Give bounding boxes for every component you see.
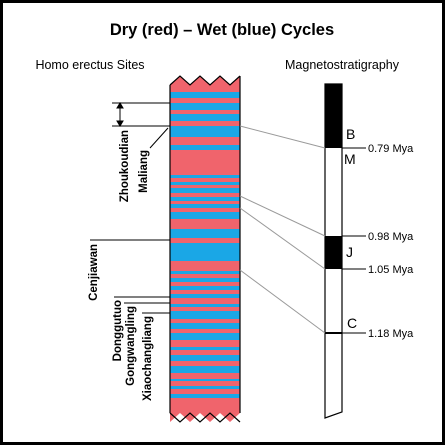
wet-band-19: [170, 311, 240, 319]
climate-cycle-column: [169, 75, 241, 423]
wet-band-8: [170, 188, 240, 193]
wet-band-12: [170, 229, 240, 238]
wet-band-21: [170, 333, 240, 340]
maliang-marker-line: [149, 127, 169, 149]
period-label-b: B: [346, 126, 355, 142]
wet-band-3: [170, 114, 240, 121]
sites-heading: Homo erectus Sites: [35, 58, 144, 72]
age-label-1-05: 1.05 Mya: [368, 264, 414, 276]
correlation-connectors: [239, 125, 326, 334]
wet-band-10: [170, 204, 240, 208]
wet-band-2: [170, 103, 240, 110]
period-label-j: J: [346, 244, 353, 260]
wet-band-17: [170, 294, 240, 298]
wet-band-23: [170, 355, 240, 361]
site-label-donggutuo: Donggutuo: [112, 300, 124, 361]
site-label-cenjiawan: Cenjiawan: [88, 244, 100, 301]
cycles-diagram: Dry (red) – Wet (blue) Cycles Homo erect…: [35, 21, 414, 423]
wet-band-27: [170, 394, 240, 398]
wet-band-14: [170, 271, 240, 274]
wet-band-16: [170, 286, 240, 290]
cycle-column-bottom-edge: [169, 412, 241, 423]
wet-band-25: [170, 379, 240, 381]
wet-band-20: [170, 323, 240, 329]
diagram-title: Dry (red) – Wet (blue) Cycles: [110, 21, 334, 39]
jaramillo-normal-block: [325, 236, 342, 269]
wet-band-9: [170, 197, 240, 201]
wet-band-22: [170, 347, 240, 350]
connector-0-79: [239, 125, 326, 149]
connector-1-18: [239, 269, 326, 334]
wet-band-5: [170, 145, 240, 150]
wet-band-26: [170, 386, 240, 389]
brunhes-normal-block: [325, 84, 342, 148]
period-label-m: M: [344, 151, 356, 167]
wet-band-1: [170, 92, 240, 98]
age-label-0-79: 0.79 Mya: [368, 143, 414, 155]
site-label-maliang: Maliang: [138, 150, 150, 193]
site-label-xiaochangliang: Xiaochangliang: [142, 316, 154, 401]
wet-band-13: [170, 243, 240, 261]
wet-band-6: [170, 175, 240, 178]
period-label-c: C: [347, 315, 357, 331]
wet-band-11: [170, 212, 240, 219]
site-label-zhoukoudian: Zhoukoudian: [119, 130, 131, 202]
wet-band-15: [170, 278, 240, 282]
site-label-gongwangling: Gongwangling: [125, 306, 137, 386]
wet-band-24: [170, 366, 240, 373]
magneto-heading: Magnetostratigraphy: [285, 58, 400, 72]
wet-bands: [170, 92, 240, 398]
cycle-column-top-edge: [169, 75, 241, 86]
zhoukoudian-range-marker: [112, 102, 170, 127]
wet-band-7: [170, 182, 240, 185]
connector-0-98: [239, 195, 326, 237]
age-label-0-98: 0.98 Mya: [368, 231, 414, 243]
age-label-1-18: 1.18 Mya: [368, 328, 414, 340]
connector-1-05: [239, 207, 326, 270]
wet-band-18: [170, 304, 240, 307]
magnetostratigraphy-column: [324, 83, 343, 419]
wet-band-4: [170, 126, 240, 137]
